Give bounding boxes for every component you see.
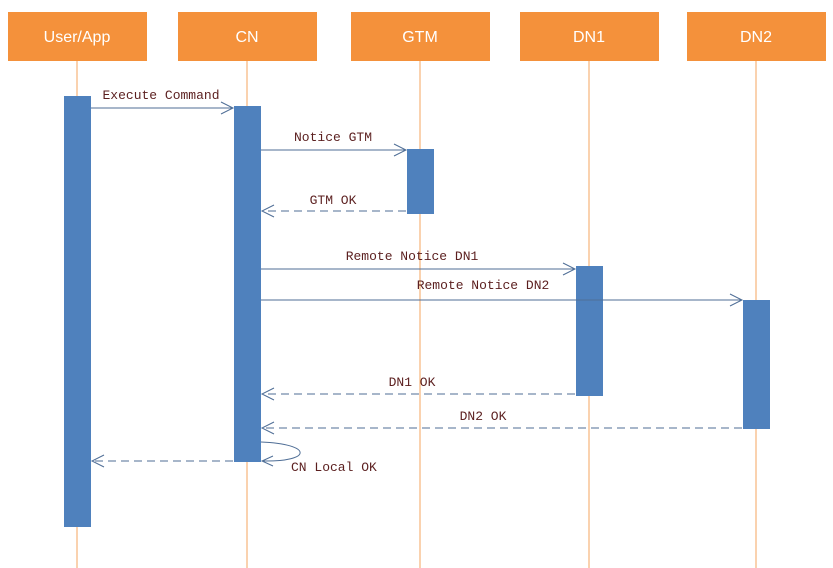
self-call-loop xyxy=(260,441,301,462)
lifelines xyxy=(76,61,757,568)
message-remote-notice-dn2: Remote Notice DN2 xyxy=(261,278,744,307)
arrow-head-left-icon xyxy=(260,204,275,218)
message-label: Notice GTM xyxy=(294,130,372,145)
actor-cn: CN xyxy=(178,12,317,61)
activation-gtm xyxy=(407,149,434,214)
message-label: Execute Command xyxy=(102,88,219,103)
message-remote-notice-dn1: Remote Notice DN1 xyxy=(261,249,577,276)
actor-label-dn1: DN1 xyxy=(573,29,605,46)
message-execute-command: Execute Command xyxy=(91,88,235,115)
message-gtm-ok: GTM OK xyxy=(260,193,406,218)
actor-box-gtm xyxy=(351,12,490,61)
actor-box-cn xyxy=(178,12,317,61)
message-cn-local-ok: CN Local OK xyxy=(260,441,377,475)
arrow-head-left-icon xyxy=(260,387,275,401)
arrow-head-left-icon xyxy=(90,454,105,468)
actor-box-dn2 xyxy=(687,12,826,61)
message-return-user xyxy=(90,454,233,468)
actor-label-user: User/App xyxy=(44,29,111,46)
message-label: CN Local OK xyxy=(291,460,377,475)
activation-user xyxy=(64,96,91,527)
arrow-head-right-icon xyxy=(393,143,408,157)
actor-gtm: GTM xyxy=(351,12,490,61)
message-label: GTM OK xyxy=(310,193,357,208)
actor-label-cn: CN xyxy=(235,29,258,46)
messages: Execute Command Notice GTM GTM OK Remote… xyxy=(90,88,744,475)
activation-cn xyxy=(234,106,261,462)
activation-dn2 xyxy=(743,300,770,429)
message-label: DN1 OK xyxy=(389,375,436,390)
activation-dn1 xyxy=(576,266,603,396)
arrow-head-right-icon xyxy=(562,262,577,276)
actor-label-dn2: DN2 xyxy=(740,29,772,46)
activation-bars xyxy=(64,96,770,527)
actor-user: User/App xyxy=(8,12,147,61)
message-label: Remote Notice DN2 xyxy=(417,278,550,293)
message-label: DN2 OK xyxy=(460,409,507,424)
message-label: Remote Notice DN1 xyxy=(346,249,479,264)
actor-dn1: DN1 xyxy=(520,12,659,61)
message-dn1-ok: DN1 OK xyxy=(260,375,575,401)
actor-box-user xyxy=(8,12,147,61)
actor-dn2: DN2 xyxy=(687,12,826,61)
message-notice-gtm: Notice GTM xyxy=(261,130,408,157)
actor-label-gtm: GTM xyxy=(402,29,438,46)
arrow-head-right-icon xyxy=(729,293,744,307)
actor-box-dn1 xyxy=(520,12,659,61)
arrow-head-left-icon xyxy=(260,421,275,435)
actor-headers: User/App CN GTM DN1 DN2 xyxy=(8,12,826,61)
arrow-head-left-icon xyxy=(260,455,274,467)
arrow-head-right-icon xyxy=(220,101,235,115)
message-dn2-ok: DN2 OK xyxy=(260,409,742,435)
